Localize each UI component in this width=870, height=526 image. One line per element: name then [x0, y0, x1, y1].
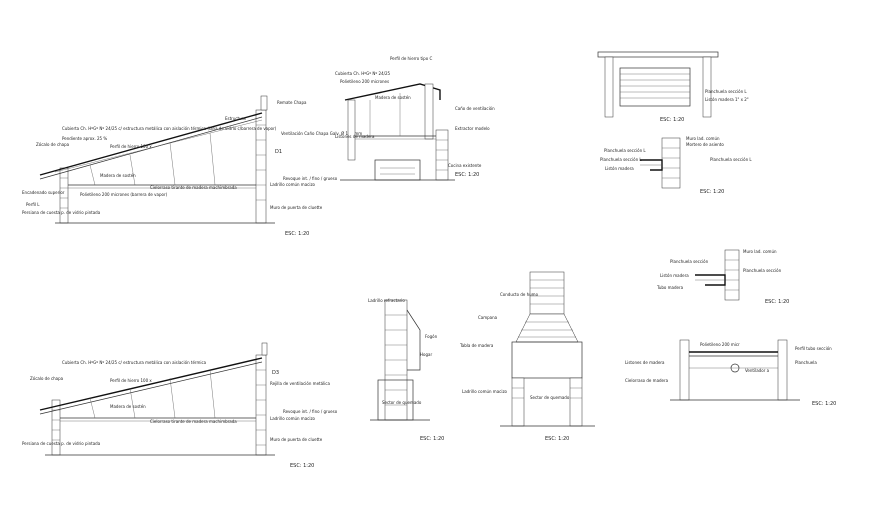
- tubo-label: Tubo madera: [656, 285, 684, 290]
- scale-label: ESC: 1:20: [545, 436, 569, 442]
- ladrillo-label: Ladrillo común macizo: [270, 416, 316, 421]
- cubierta-label: Cubierta Ch. HºGº Nº 24/25: [335, 71, 391, 76]
- ladrillo-label: Ladrillo común macizo: [270, 182, 316, 187]
- roof-slope: [39, 357, 263, 411]
- roof-note: Cubierta Ch. HºGº Nº 24/25 c/ estructura…: [62, 126, 277, 131]
- planchuela-label: Planchuela sección L: [705, 89, 747, 94]
- planchuela-side-label: Planchuela sección L: [710, 157, 752, 162]
- polietileno-label: Polietileno 200 micrones (barrera de vap…: [80, 192, 168, 197]
- listones-label: Listones de madera: [625, 360, 665, 365]
- ventilacion-label: Ventilación Caño Chapa Galv. Ø 100 mm: [281, 131, 362, 136]
- persiana-label: Persiana de cuesta p. de vidrio pintada: [22, 441, 101, 446]
- planchuela-label: Planchuela sección: [670, 259, 709, 264]
- liston-label: Listón madera 1" x 2": [705, 97, 749, 102]
- madera-label: Madera de sostén: [110, 404, 146, 409]
- cielorraso-label: Cielorraso tirante de madera machimbrada: [150, 185, 237, 190]
- ladrillo-label: Ladrillo refractario: [368, 298, 405, 303]
- scale-label: ESC: 1:20: [812, 401, 836, 407]
- perfil-label: Perfil de hierro 100 x: [110, 378, 152, 383]
- mortero-label: Mortero de asiento: [686, 142, 724, 147]
- hood: [515, 313, 579, 343]
- liston-label: Listón madera: [660, 273, 689, 278]
- persiana-label: Persiana de cuesta p. de vidrio pintada: [22, 210, 101, 215]
- planchuela-side-label: Planchuela sección: [743, 268, 782, 273]
- section-mark-d1: D1: [275, 149, 282, 155]
- firebox: [511, 341, 583, 379]
- fan-symbol: [730, 363, 740, 373]
- encadenado-label: Encadenado superior: [22, 190, 65, 195]
- muro-label: Muro de puerta de cluette: [270, 437, 323, 442]
- ventilador-label: Ventilador a: [745, 368, 770, 373]
- cielorraso-label: Cielorraso tirante de madera machimbrada: [150, 419, 237, 424]
- roof-section-bottom-left: Cubierta Ch. HºGº Nº 24/25 c/ estructura…: [22, 342, 338, 469]
- chimney: [260, 95, 268, 111]
- ventilacion-cano-label: Caño de ventilación: [455, 106, 495, 111]
- detail-bottom-right: Perfil tubo sección Planchuela Listones …: [625, 339, 836, 407]
- scale-label: ESC: 1:20: [455, 172, 479, 178]
- planchuela-label: Planchuela: [795, 360, 817, 365]
- polietileno-label: Polietileno 200 micrones: [340, 79, 389, 84]
- chimney-stack: [529, 271, 565, 315]
- muro-label: Muro lad. común: [686, 136, 720, 141]
- revoque-label: Revoque int. / fino / grueso: [283, 409, 338, 414]
- conducto-label: Conducto de humo: [500, 292, 539, 297]
- muro-label: Muro de puerta de cluette: [270, 205, 323, 210]
- extractor-label: Extractor modelo: [455, 126, 490, 131]
- campana-label: Campana: [478, 315, 498, 320]
- scale-label: ESC: 1:20: [285, 231, 309, 237]
- hogar-label: Hogar: [420, 352, 432, 357]
- listones-label: Listones de madera: [335, 134, 375, 139]
- detail-top-right-lower: Muro lad. común Mortero de asiento Planc…: [600, 136, 752, 195]
- scale-label: ESC: 1:20: [290, 463, 314, 469]
- wall-right: [435, 129, 449, 181]
- estructura-label: Estructura: [225, 116, 246, 121]
- rejilla-label: Rejilla de ventilación metálica: [270, 381, 330, 386]
- scale-label: ESC: 1:20: [765, 299, 789, 305]
- sector-label: Sector de quemado: [382, 400, 422, 405]
- perfil-label: Perfil de hierro 100 x: [110, 144, 152, 149]
- duct: [424, 83, 434, 140]
- zocalo-label: Zócalo de chapa: [30, 376, 64, 381]
- tabla-label: Tabla de madera: [459, 343, 494, 348]
- roof-slope: [39, 112, 263, 176]
- wall-left: [347, 99, 356, 161]
- scale-label: ESC: 1:20: [420, 436, 444, 442]
- kitchen-section-top-middle: Perfil de hierro tipo C Cubierta Ch. HºG…: [335, 56, 495, 181]
- grill-side-section: Ladrillo refractario Fogón Hogar Sector …: [368, 298, 444, 442]
- muro-label: Muro lad. común: [743, 249, 777, 254]
- madera-label: Madera de sostén: [375, 95, 411, 100]
- detail-mid-right: Muro lad. común Planchuela sección Listó…: [656, 249, 789, 305]
- grill-front-elevation: Conducto de humo Campana Tabla de madera…: [459, 271, 595, 442]
- planchuela-label-2: Planchuela sección L: [600, 157, 642, 162]
- liston-panel: [619, 67, 691, 107]
- ladrillo-label: Ladrillo común macizo: [462, 389, 508, 394]
- madera-label: Madera de sostén: [100, 173, 136, 178]
- cooktop: [374, 159, 421, 181]
- scale-label: ESC: 1:20: [660, 117, 684, 123]
- slope-note: Pendiente aprox. 25 %: [62, 136, 107, 141]
- detail-top-right-upper: Planchuela sección L Listón madera 1" x …: [597, 51, 749, 123]
- polietileno-label: Polietileno 200 micr: [700, 342, 740, 347]
- revoque-label: Revoque int. / fino / grueso: [283, 176, 338, 181]
- section-mark-d3: D3: [272, 370, 279, 376]
- liston-label: Listón madera: [605, 166, 634, 171]
- remate-label: Remate Chapa: [277, 100, 307, 105]
- scale-label: ESC: 1:20: [700, 189, 724, 195]
- zocalo-label: Zócalo de chapa: [36, 142, 70, 147]
- fogon-label: Fogón: [425, 334, 438, 339]
- roof-section-top-left: Cubierta Ch. HºGº Nº 24/25 c/ estructura…: [22, 95, 362, 237]
- roof-note: Cubierta Ch. HºGº Nº 24/25 c/ estructura…: [62, 360, 207, 365]
- cocina-label: Cocina existente: [448, 163, 482, 168]
- sector-label: Sector de quemado: [530, 395, 570, 400]
- perfil-l-label: Perfil L: [26, 202, 40, 207]
- perfil-c-label: Perfil de hierro tipo C: [390, 56, 432, 61]
- perfil-label: Perfil tubo sección: [795, 346, 832, 351]
- cielorraso-label: Cielorraso de madera: [625, 378, 669, 383]
- planchuela-label: Planchuela sección L: [604, 148, 646, 153]
